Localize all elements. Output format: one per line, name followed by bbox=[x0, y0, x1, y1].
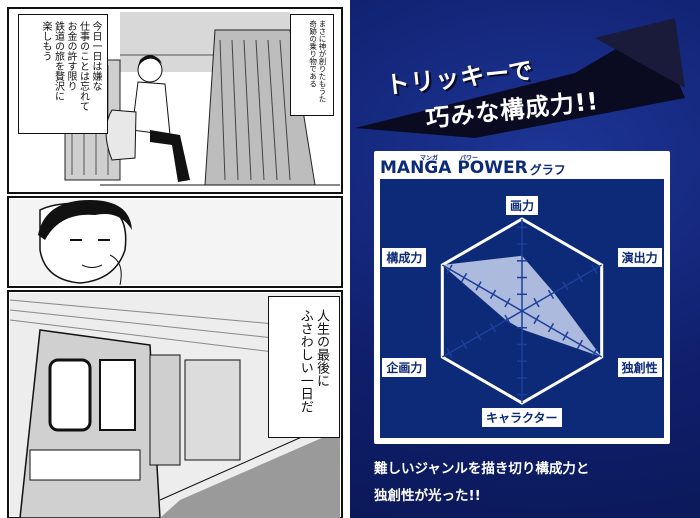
radar-tick bbox=[562, 331, 569, 341]
radar-tick bbox=[576, 339, 584, 350]
bubble-1-text: 今日一日は嫌な 仕事のことは忘れて お金の許す限り 鉄道の旅を贅沢に 楽しもう bbox=[40, 21, 101, 111]
bubble-3-text: 人生の最後に ふさわしい一日だ bbox=[297, 309, 329, 413]
radar-axis-label: 演出力 bbox=[617, 247, 662, 267]
radar-spoke bbox=[521, 264, 603, 312]
speech-bubble-3: 人生の最後に ふさわしい一日だ bbox=[268, 296, 340, 438]
radar-axis-label: キャラクター bbox=[482, 407, 562, 427]
radar-tick bbox=[591, 348, 598, 358]
radar-tick bbox=[547, 289, 555, 299]
radar-tick bbox=[489, 289, 497, 299]
radar-spoke bbox=[441, 264, 523, 312]
caption-line-1: 難しいジャンルを描き切り構成力と bbox=[374, 461, 590, 477]
radar-tick bbox=[446, 264, 453, 274]
radar-axis-label: 独創性 bbox=[617, 357, 662, 377]
chart-title-suffix: グラフ bbox=[529, 163, 566, 177]
bubble-2-text: まさに神が創りたもうた 奇跡の乗り物である bbox=[308, 20, 327, 103]
radar-axis-label: 画力 bbox=[506, 195, 539, 215]
headline-streak bbox=[355, 18, 685, 138]
manga-power-chart-card: マンガ パワー MANGA POWER グラフ 画力演出力独創性キャラクター 企画… bbox=[374, 151, 670, 444]
radar-tick bbox=[504, 314, 511, 325]
radar-chart bbox=[440, 217, 604, 405]
chart-title-ruby-1: マンガ bbox=[420, 155, 439, 162]
radar-axis-label: 構成力 bbox=[382, 247, 427, 267]
radar-tick bbox=[576, 272, 584, 283]
radar-tick bbox=[533, 314, 540, 325]
chart-title: マンガ パワー MANGA POWER グラフ bbox=[380, 154, 566, 178]
radar-tick bbox=[533, 297, 540, 308]
headline: トリッキーで 巧みな構成力!! bbox=[355, 18, 695, 138]
radar-spoke bbox=[521, 310, 603, 358]
chart-title-main: MANGA POWER bbox=[380, 158, 528, 178]
radar-tick bbox=[475, 331, 482, 341]
radar-tick bbox=[460, 272, 468, 283]
caption: 難しいジャンルを描き切り構成力と 独創性が光った!! bbox=[374, 456, 674, 510]
radar-axis-label: 企画力 bbox=[382, 357, 427, 377]
radar-tick bbox=[475, 281, 482, 291]
manga-page: 今日一日は嫌な 仕事のことは忘れて お金の許す限り 鉄道の旅を贅沢に 楽しもう … bbox=[0, 0, 350, 518]
chart-panel: 画力演出力独創性キャラクター 企画力 構成力 bbox=[380, 179, 664, 438]
radar-spoke bbox=[441, 310, 523, 358]
radar-tick bbox=[446, 348, 453, 358]
speech-bubble-2: まさに神が創りたもうた 奇跡の乗り物である bbox=[290, 14, 334, 116]
speech-bubble-1: 今日一日は嫌な 仕事のことは忘れて お金の許す限り 鉄道の旅を贅沢に 楽しもう bbox=[18, 14, 108, 134]
radar-tick bbox=[460, 339, 468, 350]
radar-tick bbox=[504, 297, 511, 308]
radar-tick bbox=[591, 264, 598, 274]
radar-tick bbox=[547, 323, 555, 333]
radar-tick bbox=[562, 281, 569, 291]
radar-tick bbox=[489, 323, 497, 333]
face-closeup bbox=[10, 199, 340, 286]
chart-title-ruby-2: パワー bbox=[460, 155, 479, 162]
caption-line-2: 独創性が光った!! bbox=[374, 488, 481, 504]
